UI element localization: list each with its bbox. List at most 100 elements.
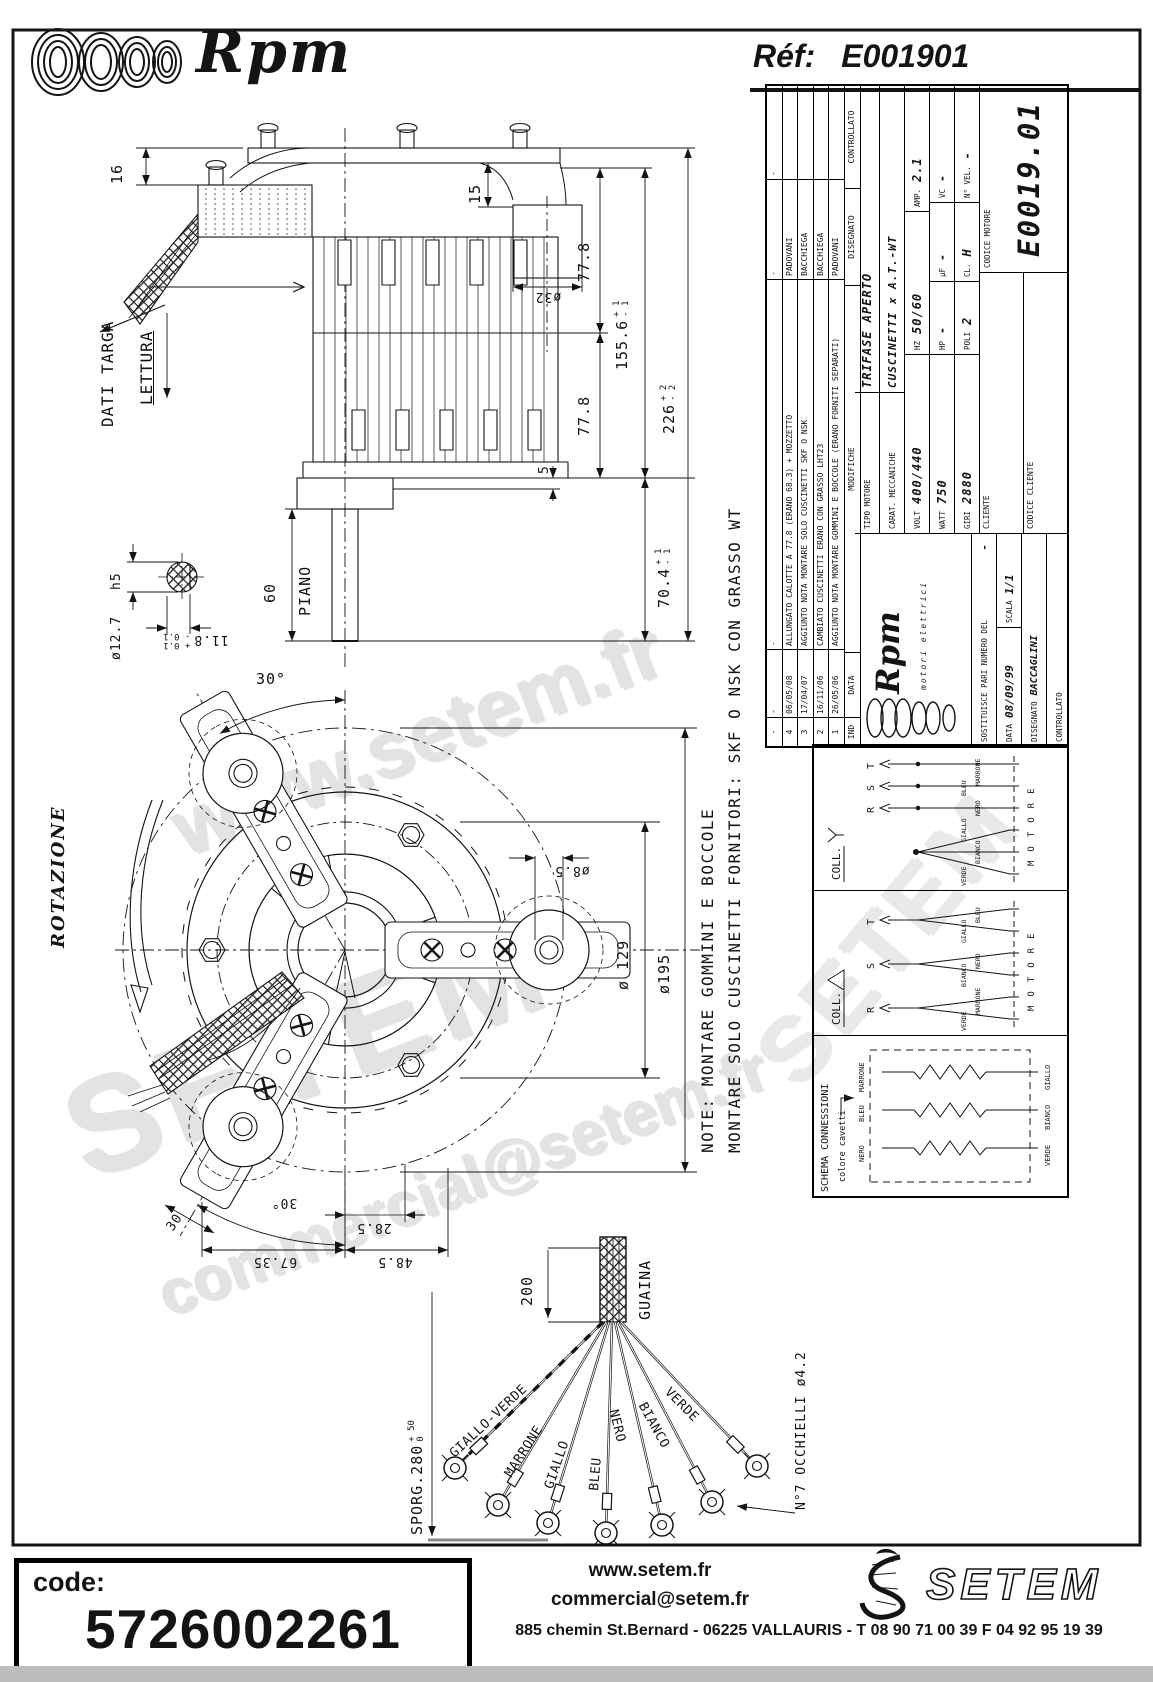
- scala-label: SCALA: [1004, 600, 1014, 623]
- shaft-section-detail: [127, 544, 211, 634]
- wire-color: GIALLO: [960, 919, 968, 943]
- revision-row: 2 16/11/06 CAMBIATO CUSCINETTI ERANO CON…: [813, 86, 830, 746]
- data-value: 08/09/99: [1002, 664, 1016, 718]
- volt-value: 400/440: [910, 446, 924, 504]
- wire-color: BLEU: [974, 907, 982, 923]
- controllato-label: CONTROLLATO: [1054, 692, 1064, 742]
- dim-label: ø32: [534, 289, 562, 304]
- wire-color: VERDE: [1044, 1145, 1052, 1166]
- rev-drawn: PADOVANI: [829, 179, 844, 279]
- dim-label: 30°: [256, 670, 287, 688]
- front-dim-lines: [164, 696, 697, 1258]
- data-label: DATA: [1004, 723, 1014, 742]
- cl-label: CL.: [962, 263, 972, 277]
- dim-label: ø195: [655, 953, 673, 994]
- rpm-logo-cell: Rpm motori elettrici: [855, 534, 972, 746]
- amp-label: AMP.: [912, 188, 922, 207]
- schema-subtitle: colore cavetti: [838, 1110, 848, 1182]
- coll-label: COLL.: [830, 847, 843, 880]
- setem-swoosh-icon: [859, 1548, 906, 1620]
- rev-drawn: -: [767, 179, 782, 279]
- rotation-arrow-icon: [129, 799, 164, 1014]
- dim-label: 30°: [270, 1195, 298, 1210]
- wire-color: MARRONE: [974, 759, 982, 786]
- rev-drawn: PADOVANI: [782, 179, 798, 279]
- hz-label: HZ: [912, 340, 922, 350]
- label-piano: PIANO: [296, 565, 314, 616]
- sostituisce-value: -: [977, 544, 991, 551]
- code-label: code:: [33, 1567, 106, 1597]
- cl-value: H: [960, 248, 974, 257]
- delta-wires: [878, 908, 1011, 1020]
- wire-color: BLEU: [858, 1105, 866, 1122]
- terminal-label: S: [866, 963, 877, 969]
- tipo-motore-row: TIPO MOTORE TRIFASE APERTO: [855, 86, 880, 533]
- setem-logo: SETEM: [859, 1548, 1103, 1620]
- revision-row: - - - - -: [767, 86, 783, 746]
- poli-value: 2: [960, 316, 974, 325]
- terminal-label: S: [866, 785, 877, 791]
- dim-label: 5: [537, 465, 552, 474]
- dim-label: 15: [466, 183, 484, 204]
- rpm-logo-subtitle: motori elettrici: [919, 580, 928, 690]
- poli-label: POLI: [962, 331, 972, 350]
- wire-color: NERO: [858, 1145, 866, 1162]
- dim-label: 60: [261, 582, 279, 603]
- hp-label: HP: [937, 340, 947, 350]
- star-icon: [827, 827, 844, 843]
- ref-value: E001901: [841, 38, 970, 74]
- wire-color: NERO: [974, 800, 982, 816]
- disegnato-row: DISEGNATO BACCAGLINI: [1022, 534, 1047, 746]
- rev-drawn: BACCHIEGA: [798, 179, 813, 279]
- label-guaina: GUAINA: [636, 1259, 654, 1320]
- wire-color: MARRONE: [974, 988, 982, 1015]
- label-lettura: LETTURA: [137, 330, 156, 405]
- footer-address: 885 chemin St.Bernard - 06225 VALLAURIS …: [515, 1622, 1103, 1639]
- dim-label: ø12.7: [109, 615, 124, 660]
- dim-label: 16: [108, 163, 126, 184]
- wire-color: VERDE: [960, 1011, 968, 1031]
- dim-label: 70.4+ 1- 1: [654, 548, 674, 608]
- wire-color: BIANCO: [974, 840, 982, 864]
- dim-label: 226+ 2- 2: [659, 384, 679, 434]
- rev-drawn: BACCHIEGA: [813, 179, 829, 279]
- wire-color: GIALLO: [960, 818, 968, 842]
- label-dati-targa: DATI TARGA: [98, 320, 117, 427]
- dim-label: 155.6+ 1- 1: [612, 300, 632, 370]
- footer-contacts: www.setem.fr commercial@setem.fr: [520, 1556, 780, 1615]
- rev-date: 26/05/06: [829, 649, 844, 717]
- dim-label: 28.5: [356, 1220, 392, 1235]
- ref-label: Réf:: [753, 38, 816, 74]
- hp-value: -: [935, 325, 949, 334]
- code-box: code: 5726002261: [14, 1558, 472, 1674]
- rev-mod: -: [767, 279, 782, 649]
- watt-label: WATT: [937, 510, 947, 529]
- nvel-value: -: [960, 151, 974, 160]
- rev-date: 06/05/08: [782, 649, 798, 717]
- setem-logo-text: SETEM: [926, 1560, 1103, 1609]
- codice-motore-label: CODICE MOTORE: [983, 209, 992, 268]
- bracket-arm: [384, 895, 631, 1005]
- sostituisce-label: SOSTITUISCE PARI NUMERO DEL: [979, 620, 989, 742]
- bolt-icon: [205, 122, 531, 186]
- codice-cliente-cell: CODICE CLIENTE: [1026, 461, 1035, 529]
- wire-color: MARRONE: [858, 1062, 866, 1092]
- rev-mod: CAMBIATO CUSCINETTI ERANO CON GRASSO LHT…: [813, 279, 829, 649]
- uf-label: µF: [937, 267, 947, 277]
- title-block-right: TIPO MOTORE TRIFASE APERTO CARAT. MECCAN…: [855, 86, 1067, 533]
- star-connection-panel: COLL. R S T VERDE B: [814, 746, 1067, 890]
- hz-value: 50/60: [910, 292, 924, 334]
- carat-value: CUSCINETTI x A.T.-WT: [885, 235, 899, 388]
- dim-label: h5: [109, 572, 124, 590]
- controllato-row: CONTROLLATO: [1047, 534, 1071, 746]
- client-block: CLIENTE CODICE CLIENTE CODICE MOTORE E00…: [980, 86, 1067, 533]
- rev-mod: AGGIUNTO NOTA MONTARE GOMMINI E BOCCOLE …: [829, 279, 844, 649]
- tipo-label: TIPO MOTORE: [862, 479, 872, 529]
- bracket-arm: [179, 972, 348, 1210]
- wire-color: NERO: [974, 953, 982, 969]
- ring-terminal-icon: [441, 1452, 771, 1547]
